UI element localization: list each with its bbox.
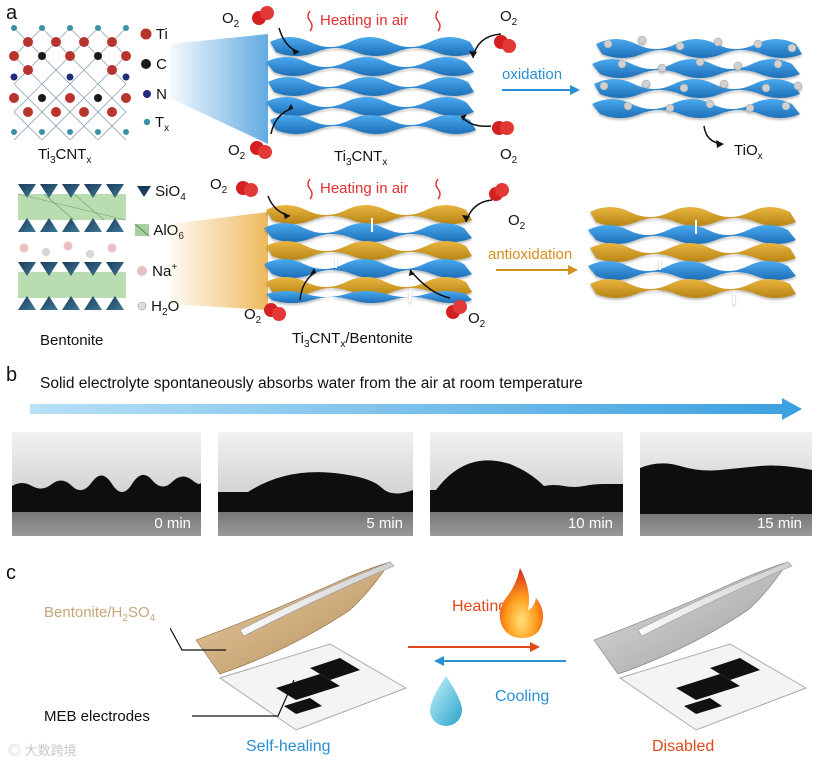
o2-label-mid-left: O2	[228, 142, 246, 162]
droplet-photo-graphic	[640, 432, 812, 536]
droplet-photo-graphic	[430, 432, 623, 536]
bentonite-title: Bentonite	[40, 332, 104, 349]
water-absorption-photo-10: 10 min	[430, 432, 623, 536]
o2-label-top-left: O2	[222, 10, 240, 30]
antioxidation-label: antioxidation	[488, 246, 573, 263]
o2-label-bottom-right-2: O2	[468, 310, 486, 330]
o2-label-top-right: O2	[500, 8, 518, 28]
water-absorption-photo-15: 15 min	[640, 432, 812, 536]
heating-label-bottom: Heating in air	[320, 180, 409, 197]
meb-electrodes-label: MEB electrodes	[44, 708, 150, 725]
oxidation-label: oxidation	[502, 66, 563, 83]
legend-c: C	[140, 56, 167, 73]
ti3cntx-bentonite-label: Ti3CNTx/Bentonite	[292, 330, 413, 350]
watermark: ◎ 大数跨境	[8, 743, 77, 758]
ti3cntx-bentonite-stack	[264, 205, 472, 303]
o2-attack-arrows-bottom	[267, 195, 493, 301]
legend-sio4: SiO4	[137, 183, 186, 203]
self-healing-device	[195, 561, 408, 731]
o2-molecule-icon	[236, 181, 258, 197]
tiox-label: TiOx	[734, 142, 763, 162]
ti3cntx-title: Ti3CNTx	[38, 146, 92, 166]
heating-arrow	[408, 642, 540, 652]
na-ion-icon	[137, 266, 147, 276]
bentonite-leader-line	[170, 627, 226, 651]
photo-time-5: 5 min	[366, 515, 403, 532]
o2-attack-arrows	[270, 27, 502, 135]
legend-tx: Tx	[143, 114, 169, 134]
droplet-photo-graphic	[12, 432, 201, 536]
photo-time-10: 10 min	[567, 515, 613, 532]
o2-label-bottom-right: O2	[508, 212, 526, 232]
o2-molecule-icon	[489, 183, 509, 201]
panel-label-c: c	[6, 562, 16, 584]
ti3cntx-lattice	[9, 25, 131, 140]
disabled-label: Disabled	[652, 738, 715, 755]
oxidized-stack	[592, 35, 803, 118]
panel-label-a: a	[6, 2, 18, 24]
o2-molecule-icon	[446, 300, 467, 319]
legend-na: Na+	[136, 262, 177, 280]
heat-wave-icon	[307, 10, 313, 32]
tx-atom-icon	[143, 118, 151, 126]
h2o-molecule-icon	[137, 301, 147, 311]
water-drop-icon	[430, 676, 462, 726]
o2-molecule-icon	[492, 121, 514, 135]
water-absorption-photo-0: 0 min	[12, 432, 201, 536]
panel-label-b: b	[6, 364, 18, 386]
self-healing-label: Self-healing	[246, 738, 331, 755]
ti3cntx-stack-label: Ti3CNTx	[334, 148, 388, 168]
heating-label: Heating	[452, 598, 508, 615]
alo6-octahedron-icon	[134, 223, 150, 237]
time-progress-arrow	[30, 398, 802, 420]
cooling-arrow	[434, 656, 566, 666]
bentonite-structure	[17, 184, 127, 310]
o2-label-mid-right: O2	[500, 146, 518, 166]
antioxidation-arrow	[496, 265, 578, 275]
photo-time-0: 0 min	[154, 515, 191, 532]
oxidation-arrow	[502, 85, 580, 95]
flame-icon	[499, 568, 544, 638]
watermark-logo-icon: ◎	[8, 743, 22, 758]
heat-wave-icon	[435, 10, 441, 32]
o2-molecule-icon	[264, 303, 286, 321]
ti-atom-icon	[140, 28, 152, 40]
legend-ti: Ti	[140, 26, 168, 43]
o2-molecule-icon	[250, 141, 272, 159]
bentonite-h2so4-label: Bentonite/H2SO4	[44, 604, 156, 624]
n-atom-icon	[143, 90, 151, 98]
cooling-label: Cooling	[495, 688, 550, 705]
c-atom-icon	[141, 59, 151, 69]
heat-wave-icon	[307, 178, 313, 200]
ti3cntx-stack	[266, 37, 476, 134]
o2-label-bottom-left-2: O2	[244, 306, 262, 326]
photo-time-15: 15 min	[756, 515, 802, 532]
droplet-photo-graphic	[218, 432, 413, 536]
o2-label-bottom-left: O2	[210, 176, 228, 196]
o2-molecule-icon	[494, 35, 516, 53]
disabled-device	[593, 561, 808, 731]
legend-h2o: H2O	[137, 298, 179, 318]
heat-wave-icon	[435, 178, 441, 200]
electrodes-leader-line	[192, 679, 295, 717]
o2-molecule-icon	[252, 6, 274, 25]
panel-b-caption: Solid electrolyte spontaneously absorbs …	[40, 375, 583, 392]
zoom-beams	[170, 34, 268, 310]
water-absorption-photo-5: 5 min	[218, 432, 413, 536]
heating-label-top: Heating in air	[320, 12, 409, 29]
tiox-pointer-arrow	[703, 125, 724, 148]
protected-stack	[588, 207, 796, 304]
sio4-tetrahedron-icon	[137, 186, 151, 197]
legend-n: N	[142, 86, 167, 103]
